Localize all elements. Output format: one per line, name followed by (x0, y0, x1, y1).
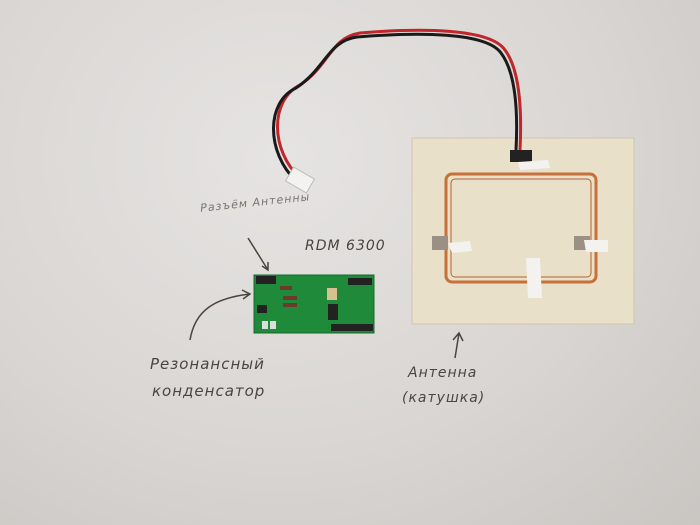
antenna-coil (444, 172, 598, 284)
annotation-arrows (189, 237, 464, 359)
arrow-connector (247, 237, 269, 272)
rdm6300-module (253, 274, 375, 334)
label-module: RDM 6300 (305, 238, 386, 254)
arrow-capacitor (189, 289, 252, 341)
label-capacitor-line1: Резонансный (150, 355, 265, 373)
antenna-wires (272, 28, 523, 194)
arrow-antenna (452, 331, 464, 359)
antenna-card (411, 137, 635, 325)
label-antenna-line1: Антенна (408, 365, 478, 381)
label-capacitor-line2: конденсатор (152, 382, 266, 400)
label-antenna-line2: (катушка) (402, 390, 486, 406)
